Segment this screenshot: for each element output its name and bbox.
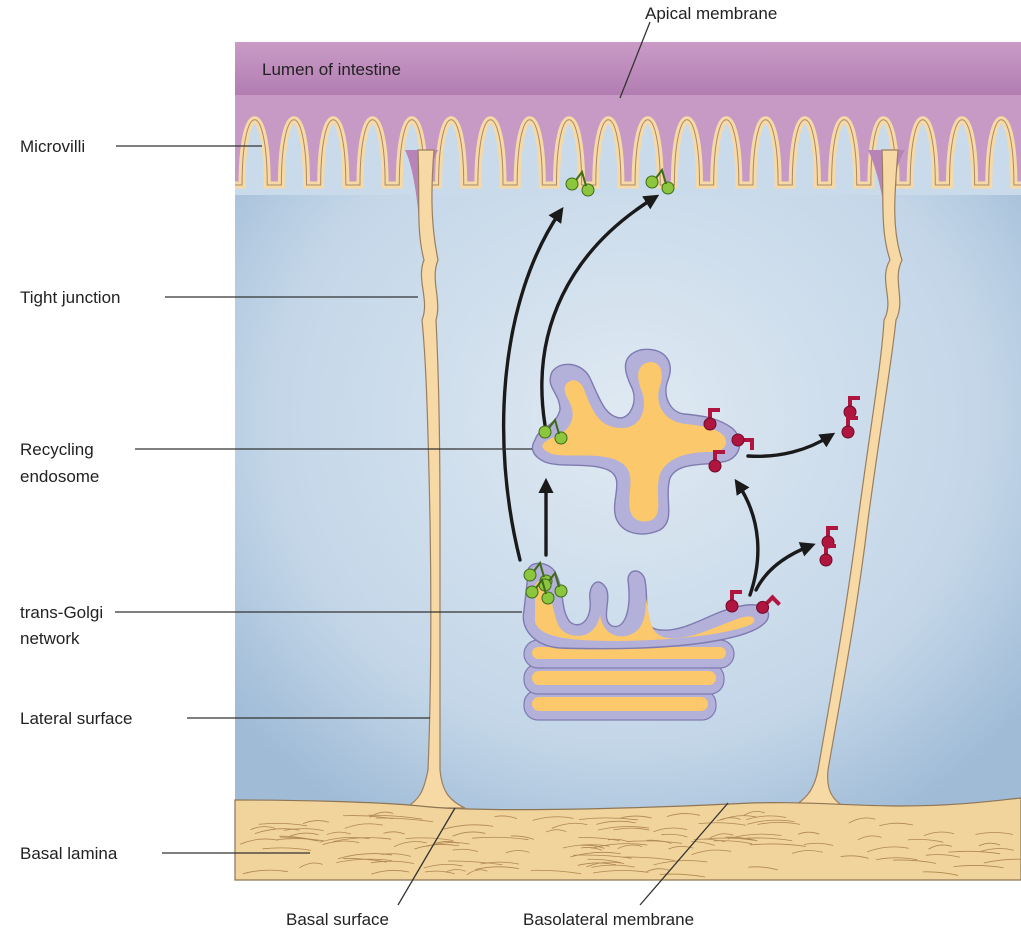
microvilli-row <box>235 95 1021 195</box>
label-apical-membrane: Apical membrane <box>645 4 777 23</box>
label-basal-surface: Basal surface <box>286 910 389 929</box>
label-recycling-endosome-line2: endosome <box>20 467 99 486</box>
label-recycling-endosome-line1: Recycling <box>20 440 94 459</box>
basal-lamina <box>235 798 1021 880</box>
label-trans-golgi-line2: network <box>20 629 80 648</box>
label-tight-junction: Tight junction <box>20 288 120 307</box>
label-microvilli: Microvilli <box>20 137 85 156</box>
label-lumen: Lumen of intestine <box>262 60 401 79</box>
label-lateral-surface: Lateral surface <box>20 709 132 728</box>
microvilli-background <box>235 95 1021 187</box>
golgi-stack <box>524 640 734 720</box>
label-basal-lamina: Basal lamina <box>20 844 118 863</box>
label-trans-golgi-line1: trans-Golgi <box>20 603 103 622</box>
label-basolateral-membrane: Basolateral membrane <box>523 910 694 929</box>
